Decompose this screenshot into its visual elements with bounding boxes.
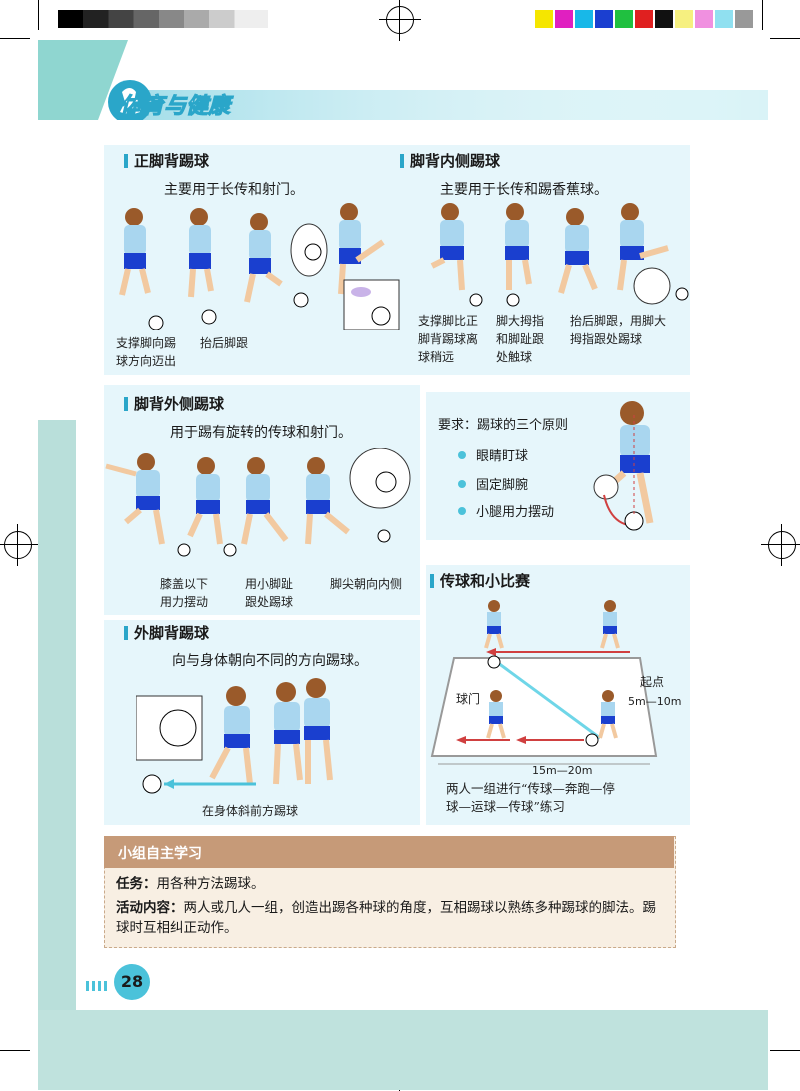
color-swatch	[735, 10, 753, 28]
group-study-header: 小组自主学习	[118, 846, 202, 862]
caption-outer-3: 脚尖朝向内侧	[330, 577, 403, 591]
section-title-outside: 外脚背踢球	[124, 622, 209, 643]
section-title-passing: 传球和小比赛	[430, 570, 530, 591]
section-title-outer-instep: 脚背外侧踢球	[124, 393, 224, 414]
color-swatch	[695, 10, 713, 28]
requirement-text: 固定脚腕	[476, 478, 529, 493]
caption-instep-2: 抬后脚跟	[200, 336, 249, 350]
registration-mark	[761, 524, 800, 566]
crop-line	[770, 1050, 800, 1051]
passing-drill-diagram	[430, 600, 658, 765]
section-desc-inner-instep: 主要用于长传和踢香蕉球。	[440, 182, 608, 198]
section-desc-outer-instep: 用于踢有旋转的传球和射门。	[170, 425, 352, 441]
inner-instep-kick-illustration	[430, 203, 689, 307]
crop-line	[770, 38, 800, 39]
group-study-content: 活动内容：两人或几人一组，创造出踢各种球的角度，互相踢球以熟练多种踢球的脚法。踢…	[116, 898, 666, 938]
grayscale-bar	[58, 10, 268, 28]
color-swatch	[555, 10, 573, 28]
section-title-instep: 正脚背踢球	[124, 150, 209, 171]
group-study-task: 任务：用各种方法踢球。	[116, 874, 666, 894]
bullet-icon	[458, 480, 466, 488]
caption-passing: 两人一组进行“传球—奔跑—停 球—运球—传球”练习	[446, 781, 615, 814]
instep-kick-illustration	[119, 203, 400, 330]
content-text: 两人或几人一组，创造出踢各种球的角度，互相踢球以熟练多种踢球的脚法。踢球时互相纠…	[116, 900, 656, 936]
crop-line	[38, 0, 39, 30]
color-swatch	[715, 10, 733, 28]
page-number: 28	[120, 972, 144, 991]
bullet-icon	[458, 507, 466, 515]
bullet-icon	[458, 451, 466, 459]
caption-outer-1: 膝盖以下 用力摆动	[160, 577, 209, 609]
outer-instep-kick-illustration	[105, 448, 411, 557]
group-study-header-bar	[104, 836, 674, 868]
caption-inner-3: 抬后脚跟，用脚大 拇指跟处踢球	[570, 314, 667, 346]
requirement-text: 眼睛盯球	[476, 449, 529, 464]
crop-line	[762, 0, 763, 30]
task-label: 任务：	[116, 876, 157, 892]
header-banner	[38, 40, 768, 120]
caption-outer-2: 用小脚趾 跟处踢球	[245, 577, 294, 609]
caption-outside: 在身体斜前方踢球	[202, 804, 299, 818]
requirement-item: 小腿用力摆动	[458, 501, 554, 520]
color-swatch	[655, 10, 673, 28]
requirement-text: 小腿用力摆动	[476, 505, 555, 520]
requirement-item: 固定脚腕	[458, 474, 528, 493]
registration-mark	[379, 0, 421, 41]
label-length: 15m—20m	[532, 764, 593, 777]
color-swatch	[595, 10, 613, 28]
outside-kick-illustration	[136, 678, 333, 794]
caption-inner-2: 脚大拇指 和脚趾跟 处触球	[496, 314, 545, 364]
caption-instep-1: 支撑脚向踢 球方向迈出	[116, 336, 177, 368]
color-swatch	[575, 10, 593, 28]
content-label: 活动内容：	[116, 900, 184, 916]
bottom-band	[38, 1010, 768, 1090]
requirements-heading: 要求：踢球的三个原则	[438, 418, 569, 433]
page-number-badge	[114, 964, 150, 1000]
section-title-inner-instep: 脚背内侧踢球	[400, 150, 500, 171]
crop-line	[0, 1050, 30, 1051]
label-start: 起点	[640, 675, 665, 689]
task-text: 用各种方法踢球。	[156, 876, 265, 892]
section-desc-instep: 主要用于长传和射门。	[164, 182, 304, 198]
label-width: 5m—10m	[628, 695, 682, 708]
color-swatch	[615, 10, 633, 28]
page-number-dots	[86, 976, 107, 995]
registration-mark	[0, 524, 39, 566]
label-goal: 球门	[456, 692, 481, 706]
crop-line	[0, 38, 30, 39]
requirement-item: 眼睛盯球	[458, 445, 528, 464]
color-swatch	[675, 10, 693, 28]
section-desc-outside: 向与身体朝向不同的方向踢球。	[172, 653, 368, 669]
header-title: 体育与健康	[119, 94, 231, 120]
side-band	[38, 420, 76, 1090]
caption-inner-1: 支撑脚比正 脚背踢球离 球稍远	[418, 314, 479, 364]
color-swatch	[535, 10, 553, 28]
color-swatch	[635, 10, 653, 28]
kicker-illustration	[593, 401, 654, 531]
